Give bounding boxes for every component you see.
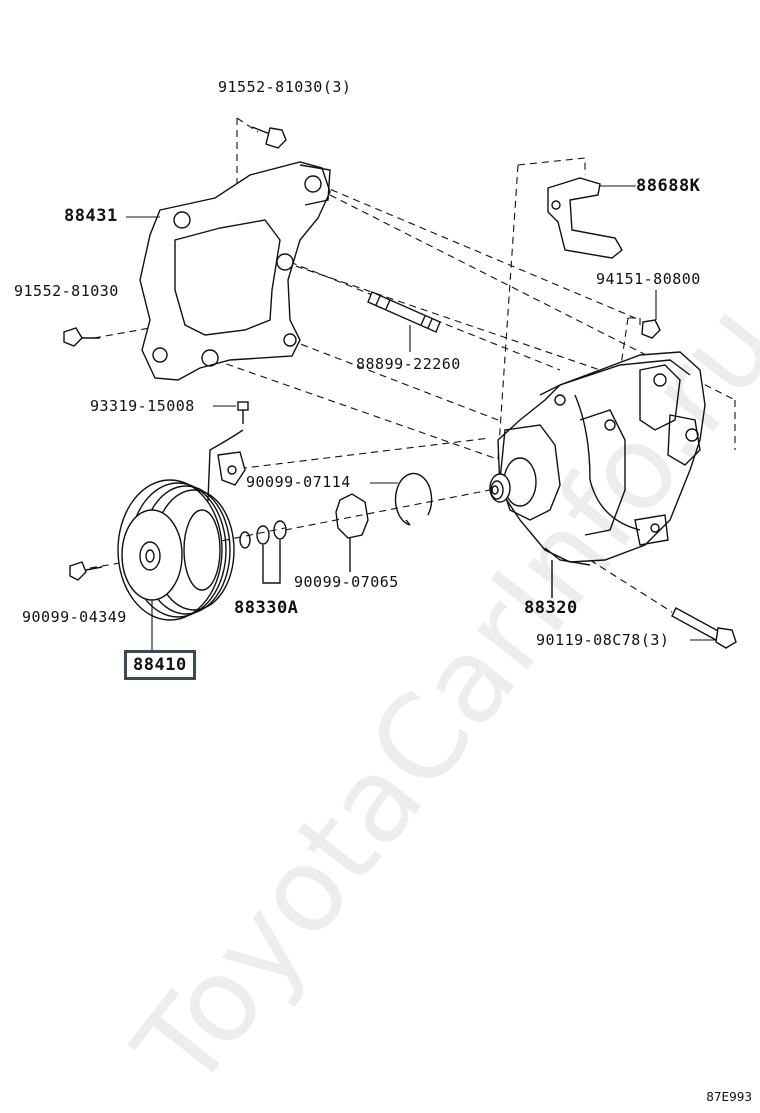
- label-clutch: 88410: [124, 650, 196, 680]
- bracket-88688k-icon: [547, 177, 623, 259]
- ring-90099-07065-icon: [335, 493, 369, 572]
- label-shims: 88330A: [234, 598, 299, 618]
- clutch-pulley-icon: [117, 479, 235, 621]
- label-bolt-top: 91552-81030(3): [218, 78, 352, 96]
- label-ring2: 90099-07065: [294, 573, 399, 591]
- label-screw: 93319-15008: [90, 397, 195, 415]
- sensor-wire-icon: [204, 429, 246, 521]
- bracket-88431-icon: [139, 161, 331, 381]
- label-comp-bolt: 90119-08C78(3): [536, 631, 670, 649]
- bolt-91552-left-icon: [63, 327, 100, 347]
- label-bolt-left: 91552-81030: [14, 282, 119, 300]
- shims-88330a-icon: [239, 520, 287, 584]
- ring-90099-07114-icon: [394, 472, 433, 526]
- reference-code: 87E993: [706, 1090, 752, 1104]
- label-compressor: 88320: [524, 598, 578, 618]
- leader-lines: [126, 185, 716, 652]
- label-stud: 88899-22260: [356, 355, 461, 373]
- label-nut: 94151-80800: [596, 270, 701, 288]
- label-ring1: 90099-07114: [246, 473, 351, 491]
- label-bracket: 88431: [64, 206, 118, 226]
- screw-93319-icon: [237, 401, 249, 424]
- label-bracket-small: 88688K: [636, 176, 701, 196]
- nut-94151-icon: [641, 319, 661, 339]
- bolt-90119-icon: [671, 607, 737, 649]
- stud-88899-icon: [367, 291, 441, 333]
- compressor-88320-icon: [489, 351, 706, 598]
- bolt-91552-top-icon: [251, 126, 287, 149]
- label-clutch-bolt: 90099-04349: [22, 608, 127, 626]
- bolt-90099-04349-icon: [69, 561, 103, 581]
